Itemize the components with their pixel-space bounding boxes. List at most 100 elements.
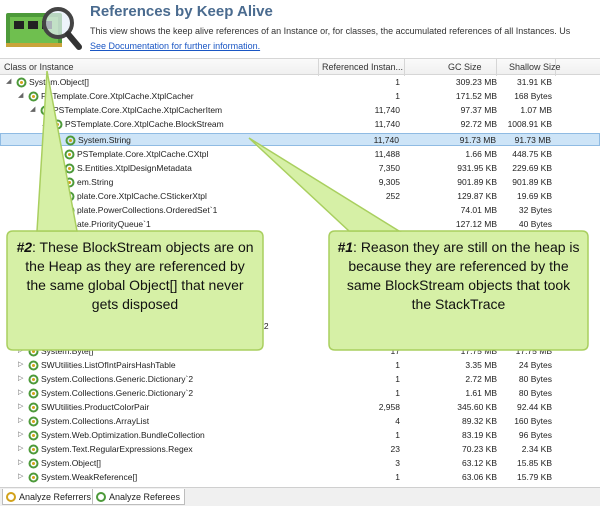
tab-label: Analyze Referrers xyxy=(19,492,92,502)
row-sh-value: 80 Bytes xyxy=(518,374,552,384)
table-row[interactable]: ◢PSTemplate.Core.XtplCache.XtplCacherIte… xyxy=(0,104,600,117)
expand-toggle-icon[interactable]: ▷ xyxy=(18,389,24,396)
callout-right-tag: #1 xyxy=(337,239,354,255)
expand-toggle-icon[interactable]: ◢ xyxy=(6,78,12,85)
expand-toggle-icon[interactable]: ▷ xyxy=(18,431,24,438)
row-name: PSTemplate.Core.XtplCache.XtplCacher xyxy=(41,91,194,101)
expand-toggle-icon[interactable]: ▷ xyxy=(18,375,24,382)
expand-toggle-icon[interactable]: ▷ xyxy=(18,445,24,452)
row-name: em.String xyxy=(77,177,114,187)
row-ref-value: 4 xyxy=(395,416,400,426)
tab-label: Analyze Referees xyxy=(109,492,181,502)
row-sh-value: 24 Bytes xyxy=(518,360,552,370)
row-gc-value: 92.72 MB xyxy=(460,119,497,129)
header: References by Keep Alive This view shows… xyxy=(0,0,600,58)
column-header-shallow-size[interactable]: Shallow Size xyxy=(509,62,561,72)
bottom-tab-strip: Analyze Referrers Analyze Referees xyxy=(0,487,600,506)
expand-toggle-icon[interactable]: ▷ xyxy=(18,403,24,410)
row-ref-value: 1 xyxy=(395,430,400,440)
instance-icon xyxy=(28,360,39,371)
row-sh-value: 2.34 KB xyxy=(521,444,552,454)
row-gc-value: 3.35 MB xyxy=(465,360,497,370)
table-row[interactable]: ▷System.Web.Optimization.BundleCollectio… xyxy=(0,429,600,442)
row-ref-value: 11,740 xyxy=(374,105,400,115)
expand-toggle-icon[interactable]: ▷ xyxy=(18,361,24,368)
expand-toggle-icon[interactable]: ▷ xyxy=(18,417,24,424)
table-row[interactable]: ▷PSTemplate.Core.XtplCache.CXtpl11,4881.… xyxy=(0,148,600,161)
table-row[interactable]: ▷ System.Collections.Generic.Dictionary`2… xyxy=(0,387,600,400)
instance-icon xyxy=(28,444,39,455)
callout-left-tag: #2 xyxy=(16,239,33,255)
row-gc-value: 63.06 KB xyxy=(462,472,497,482)
tab-analyze-referees[interactable]: Analyze Referees xyxy=(92,489,186,505)
column-header-referenced[interactable]: Referenced Instan... xyxy=(322,62,404,72)
row-sh-value: 15.85 KB xyxy=(517,458,552,468)
row-gc-value: 91.73 MB xyxy=(459,135,496,145)
row-name: System.Collections.Generic.Dictionary`2 xyxy=(41,388,194,398)
view-description: This view shows the keep alive reference… xyxy=(90,26,571,36)
row-gc-value: 97.37 MB xyxy=(460,105,497,115)
row-gc-value: 74.01 MB xyxy=(460,205,497,215)
memory-chip-magnifier-icon xyxy=(6,7,82,50)
column-separator[interactable] xyxy=(318,59,319,76)
column-separator[interactable] xyxy=(555,59,556,76)
instance-icon xyxy=(28,388,39,399)
row-ref-value: 11,740 xyxy=(374,119,400,129)
instance-icon xyxy=(28,416,39,427)
row-ref-value: 7,350 xyxy=(378,163,400,173)
row-gc-value: 1.61 MB xyxy=(465,388,497,398)
row-sh-value: 96 Bytes xyxy=(518,430,552,440)
tab-analyze-referrers[interactable]: Analyze Referrers xyxy=(2,489,97,505)
row-sh-value: 32 Bytes xyxy=(518,205,552,215)
row-name: ate.PriorityQueue`1 xyxy=(77,219,151,229)
row-ref-value: 1 xyxy=(395,374,400,384)
instance-icon xyxy=(64,149,75,160)
instance-icon xyxy=(16,77,27,88)
row-ref-value: 1 xyxy=(395,472,400,482)
row-ref-value: 1 xyxy=(395,91,400,101)
expand-toggle-icon[interactable]: ▷ xyxy=(18,459,24,466)
row-sh-value: 1008.91 KB xyxy=(507,119,552,129)
row-name: System.Byte[] xyxy=(41,346,94,356)
column-header-gc-size[interactable]: GC Size xyxy=(448,62,482,72)
row-name: System.Text.RegularExpressions.Regex xyxy=(41,444,193,454)
row-ref-value: 11,740 xyxy=(373,135,399,145)
partial-row-fragment: `2 xyxy=(261,321,269,331)
column-separator[interactable] xyxy=(496,59,497,76)
column-header-class[interactable]: Class or Instance xyxy=(4,62,74,72)
row-ref-value: 2,958 xyxy=(378,402,400,412)
row-name: System.Object[] xyxy=(41,458,101,468)
expand-toggle-icon[interactable]: ▷ xyxy=(18,473,24,480)
row-sh-value: 80 Bytes xyxy=(518,388,552,398)
expand-toggle-icon[interactable]: ◢ xyxy=(30,106,36,113)
table-row[interactable]: ◢PSTemplate.Core.XtplCache.BlockStream11… xyxy=(0,118,600,131)
column-separator[interactable] xyxy=(404,59,405,76)
callout-right-text: #1: Reason they are still on the heap is… xyxy=(329,231,588,350)
expand-toggle-icon[interactable]: ◢ xyxy=(18,92,24,99)
row-gc-value: 1.66 MB xyxy=(465,149,497,159)
row-name: S.Entities.XtplDesignMetadata xyxy=(77,163,192,173)
table-row[interactable]: ▷plate.PowerCollections.OrderedSet`174.0… xyxy=(0,204,600,217)
row-name: PSTemplate.Core.XtplCache.CXtpl xyxy=(77,149,209,159)
table-row[interactable]: ▷plate.Core.XtplCache.CStickerXtpl252129… xyxy=(0,190,600,203)
row-sh-value: 160 Bytes xyxy=(514,416,552,426)
documentation-link[interactable]: See Documentation for further informatio… xyxy=(90,41,261,51)
row-gc-value: 309.23 MB xyxy=(455,77,497,87)
instance-icon xyxy=(28,458,39,469)
row-gc-value: 89.32 KB xyxy=(462,416,497,426)
row-gc-value: 83.19 KB xyxy=(462,430,497,440)
row-name: PSTemplate.Core.XtplCache.BlockStream xyxy=(65,119,224,129)
row-sh-value: 17.75 MB xyxy=(515,346,552,356)
table-row[interactable]: ▷System.Collections.Generic.Dictionary`2… xyxy=(0,373,600,386)
